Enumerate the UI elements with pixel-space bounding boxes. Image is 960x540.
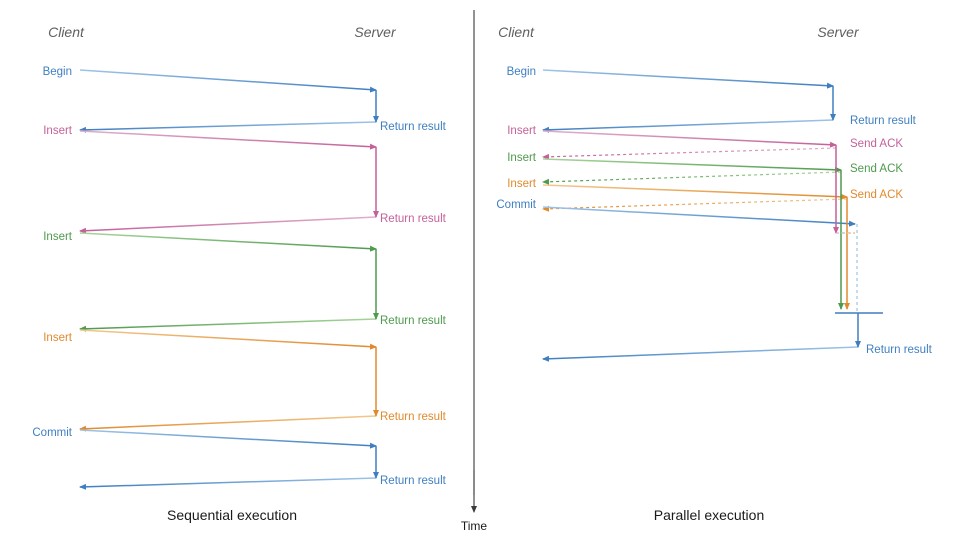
message-arrow-blue: [542, 119, 834, 133]
time-axis-label: Time: [461, 519, 488, 533]
message-arrow-blue: [79, 429, 377, 449]
message-label-insert: Insert: [43, 332, 73, 344]
message-arrow-blue: [542, 206, 856, 227]
message-label-insert: Insert: [507, 178, 537, 190]
message-arrow-orange: [542, 184, 848, 200]
lane-header-server: Server: [817, 24, 860, 40]
message-arrow-orange: [79, 329, 377, 350]
message-label-return-result: Return result: [866, 344, 933, 356]
message-label-send-ack: Send ACK: [850, 138, 903, 150]
message-arrow-pink: [542, 130, 837, 148]
message-arrow-blue: [79, 69, 377, 93]
lane-header-server: Server: [354, 24, 397, 40]
message-label-return-result: Return result: [380, 475, 447, 487]
message-label-return-result: Return result: [380, 315, 447, 327]
message-label-commit: Commit: [32, 427, 72, 439]
message-arrow-orange: [79, 415, 377, 432]
message-label-commit: Commit: [496, 199, 536, 211]
message-label-send-ack: Send ACK: [850, 189, 903, 201]
lane-header-client: Client: [48, 24, 85, 40]
message-label-insert: Insert: [43, 231, 73, 243]
message-label-begin: Begin: [43, 66, 72, 78]
message-label-insert: Insert: [507, 152, 537, 164]
message-arrow-blue: [79, 477, 377, 490]
message-arrow-blue: [542, 346, 859, 362]
message-arrow-green: [542, 171, 842, 185]
panel-caption: Parallel execution: [654, 507, 765, 523]
message-arrow-green: [79, 232, 377, 252]
message-arrow-blue: [542, 69, 834, 89]
message-arrow-orange: [542, 198, 848, 212]
message-label-send-ack: Send ACK: [850, 163, 903, 175]
message-label-return-result: Return result: [380, 411, 447, 423]
message-arrow-green: [542, 158, 842, 173]
message-label-insert: Insert: [507, 125, 537, 137]
message-label-insert: Insert: [43, 125, 73, 137]
message-arrow-pink: [79, 216, 377, 234]
lane-header-client: Client: [498, 24, 535, 40]
message-arrow-blue: [79, 121, 377, 133]
panel-caption: Sequential execution: [167, 507, 297, 523]
message-label-return-result: Return result: [380, 213, 447, 225]
message-label-return-result: Return result: [850, 115, 917, 127]
message-arrow-green: [79, 318, 377, 332]
message-arrow-pink: [542, 147, 837, 160]
message-arrow-pink: [79, 130, 377, 150]
message-label-begin: Begin: [507, 66, 536, 78]
message-label-return-result: Return result: [380, 121, 447, 133]
